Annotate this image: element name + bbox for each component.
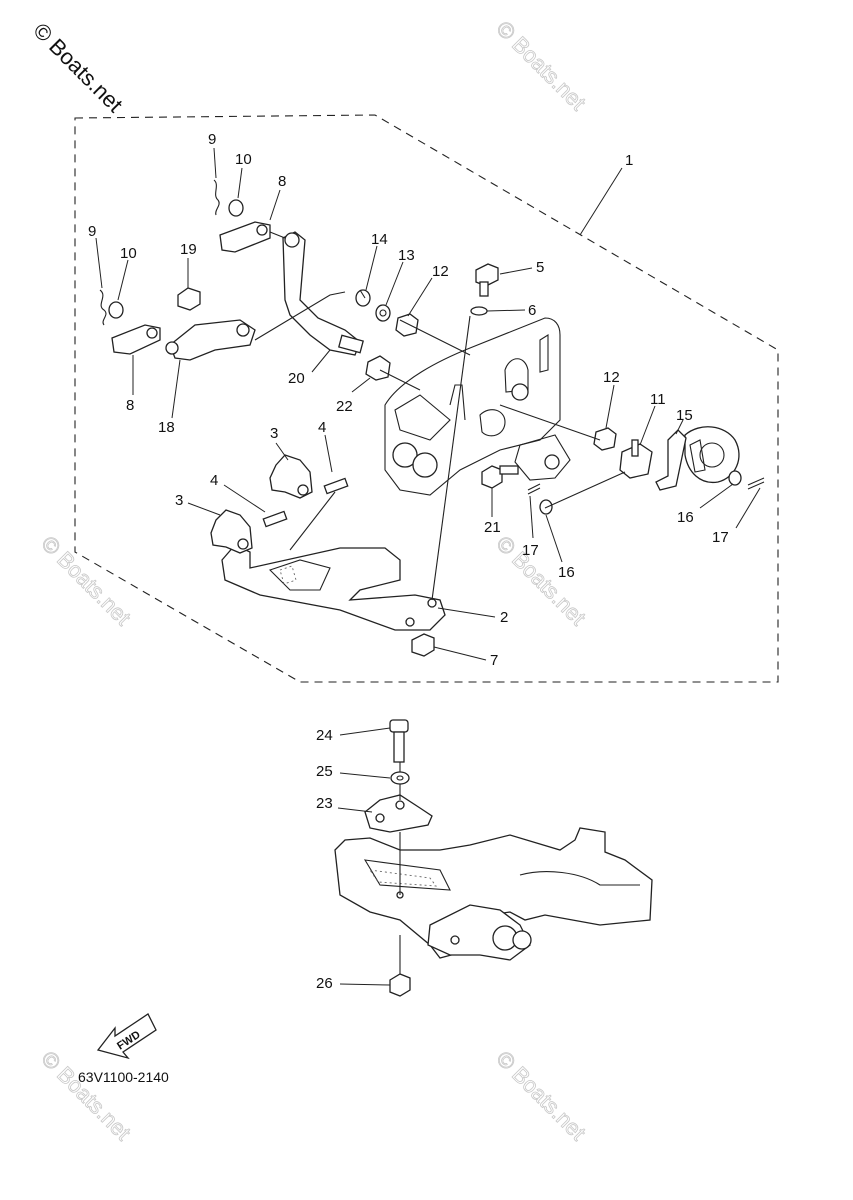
pin-part-17-right bbox=[747, 477, 765, 490]
pin-part-4-lower bbox=[262, 510, 288, 528]
callout-21: 21 bbox=[484, 519, 501, 536]
bolt-part-24 bbox=[389, 719, 409, 763]
callout-4-upper: 4 bbox=[318, 419, 326, 436]
nut-part-7 bbox=[411, 633, 435, 657]
callouts: 1 2 3 3 4 4 5 6 7 8 8 9 9 10 10 11 12 bbox=[88, 131, 761, 992]
pulley-assembly bbox=[684, 426, 740, 484]
copyright-text: © Boats.net bbox=[28, 18, 127, 117]
washer-part-6 bbox=[470, 306, 488, 316]
bracket-part-2 bbox=[221, 544, 446, 631]
engine-housing bbox=[384, 317, 571, 496]
bolt-part-21 bbox=[481, 465, 519, 489]
clip-part-9-upper bbox=[213, 179, 220, 216]
clamp-part-3-upper bbox=[269, 454, 313, 499]
callout-10-upper: 10 bbox=[235, 151, 252, 168]
nut-part-19 bbox=[177, 287, 201, 311]
callout-5: 5 bbox=[536, 259, 544, 276]
fwd-arrow-icon: FWD bbox=[96, 1013, 157, 1060]
washer-part-10-lower bbox=[108, 301, 124, 319]
callout-26: 26 bbox=[316, 975, 333, 992]
callout-8-lower: 8 bbox=[126, 397, 134, 414]
callout-9-upper: 9 bbox=[208, 131, 216, 148]
washer-part-16-right bbox=[728, 470, 742, 486]
callout-20: 20 bbox=[288, 370, 305, 387]
callout-2: 2 bbox=[500, 609, 508, 626]
callout-24: 24 bbox=[316, 727, 333, 744]
plate-part-23 bbox=[364, 794, 433, 833]
bushing-part-12-upper bbox=[395, 313, 419, 337]
joint-part-8-upper bbox=[219, 221, 271, 253]
callout-12-right: 12 bbox=[603, 369, 620, 386]
callout-19: 19 bbox=[180, 241, 197, 258]
callout-1: 1 bbox=[625, 152, 633, 169]
callout-23: 23 bbox=[316, 795, 333, 812]
callout-7: 7 bbox=[490, 652, 498, 669]
bushing-part-22 bbox=[365, 355, 391, 381]
callout-9-lower: 9 bbox=[88, 223, 96, 240]
callout-11: 11 bbox=[650, 391, 666, 408]
bolt-part-5 bbox=[475, 263, 499, 297]
link-rod-part-18 bbox=[165, 319, 256, 361]
clip-part-9-lower bbox=[99, 289, 107, 326]
watermark: © Boats.net bbox=[36, 1046, 135, 1145]
clamp-part-3-lower bbox=[210, 509, 253, 554]
callout-25: 25 bbox=[316, 763, 333, 780]
joint-part-8-lower bbox=[111, 324, 161, 355]
watermark: © Boats.net bbox=[36, 531, 135, 630]
callout-17-right: 17 bbox=[712, 529, 729, 546]
callout-17-left: 17 bbox=[522, 542, 539, 559]
watermark: © Boats.net bbox=[491, 16, 590, 115]
callout-22: 22 bbox=[336, 398, 353, 415]
pin-part-4-upper bbox=[323, 477, 349, 495]
washer-part-14 bbox=[355, 289, 371, 307]
nut-part-26 bbox=[389, 973, 411, 997]
callout-10-lower: 10 bbox=[120, 245, 137, 262]
washer-part-25 bbox=[390, 771, 410, 785]
drawing-code: 63V1100-2140 bbox=[78, 1069, 169, 1085]
callout-12-upper: 12 bbox=[432, 263, 449, 280]
callout-8-upper: 8 bbox=[278, 173, 286, 190]
callout-15: 15 bbox=[676, 407, 693, 424]
callout-14: 14 bbox=[371, 231, 388, 248]
washer-part-10-upper bbox=[228, 199, 244, 217]
bushing-part-12-right bbox=[593, 427, 617, 451]
pin-part-17-left bbox=[527, 483, 541, 495]
callout-6: 6 bbox=[528, 302, 536, 319]
lower-bracket-assembly bbox=[334, 827, 653, 961]
assembly-boundary bbox=[74, 114, 779, 683]
lever-part-15 bbox=[655, 429, 687, 491]
callout-4-lower: 4 bbox=[210, 472, 218, 489]
callout-13: 13 bbox=[398, 247, 415, 264]
callout-3-lower: 3 bbox=[175, 492, 183, 509]
callout-3-upper: 3 bbox=[270, 425, 278, 442]
callout-16-right: 16 bbox=[677, 509, 694, 526]
shift-lever-part-20 bbox=[282, 231, 364, 356]
callout-16-left: 16 bbox=[558, 564, 575, 581]
washer-part-13 bbox=[375, 304, 391, 322]
watermark: © Boats.net bbox=[491, 1046, 590, 1145]
callout-18: 18 bbox=[158, 419, 175, 436]
